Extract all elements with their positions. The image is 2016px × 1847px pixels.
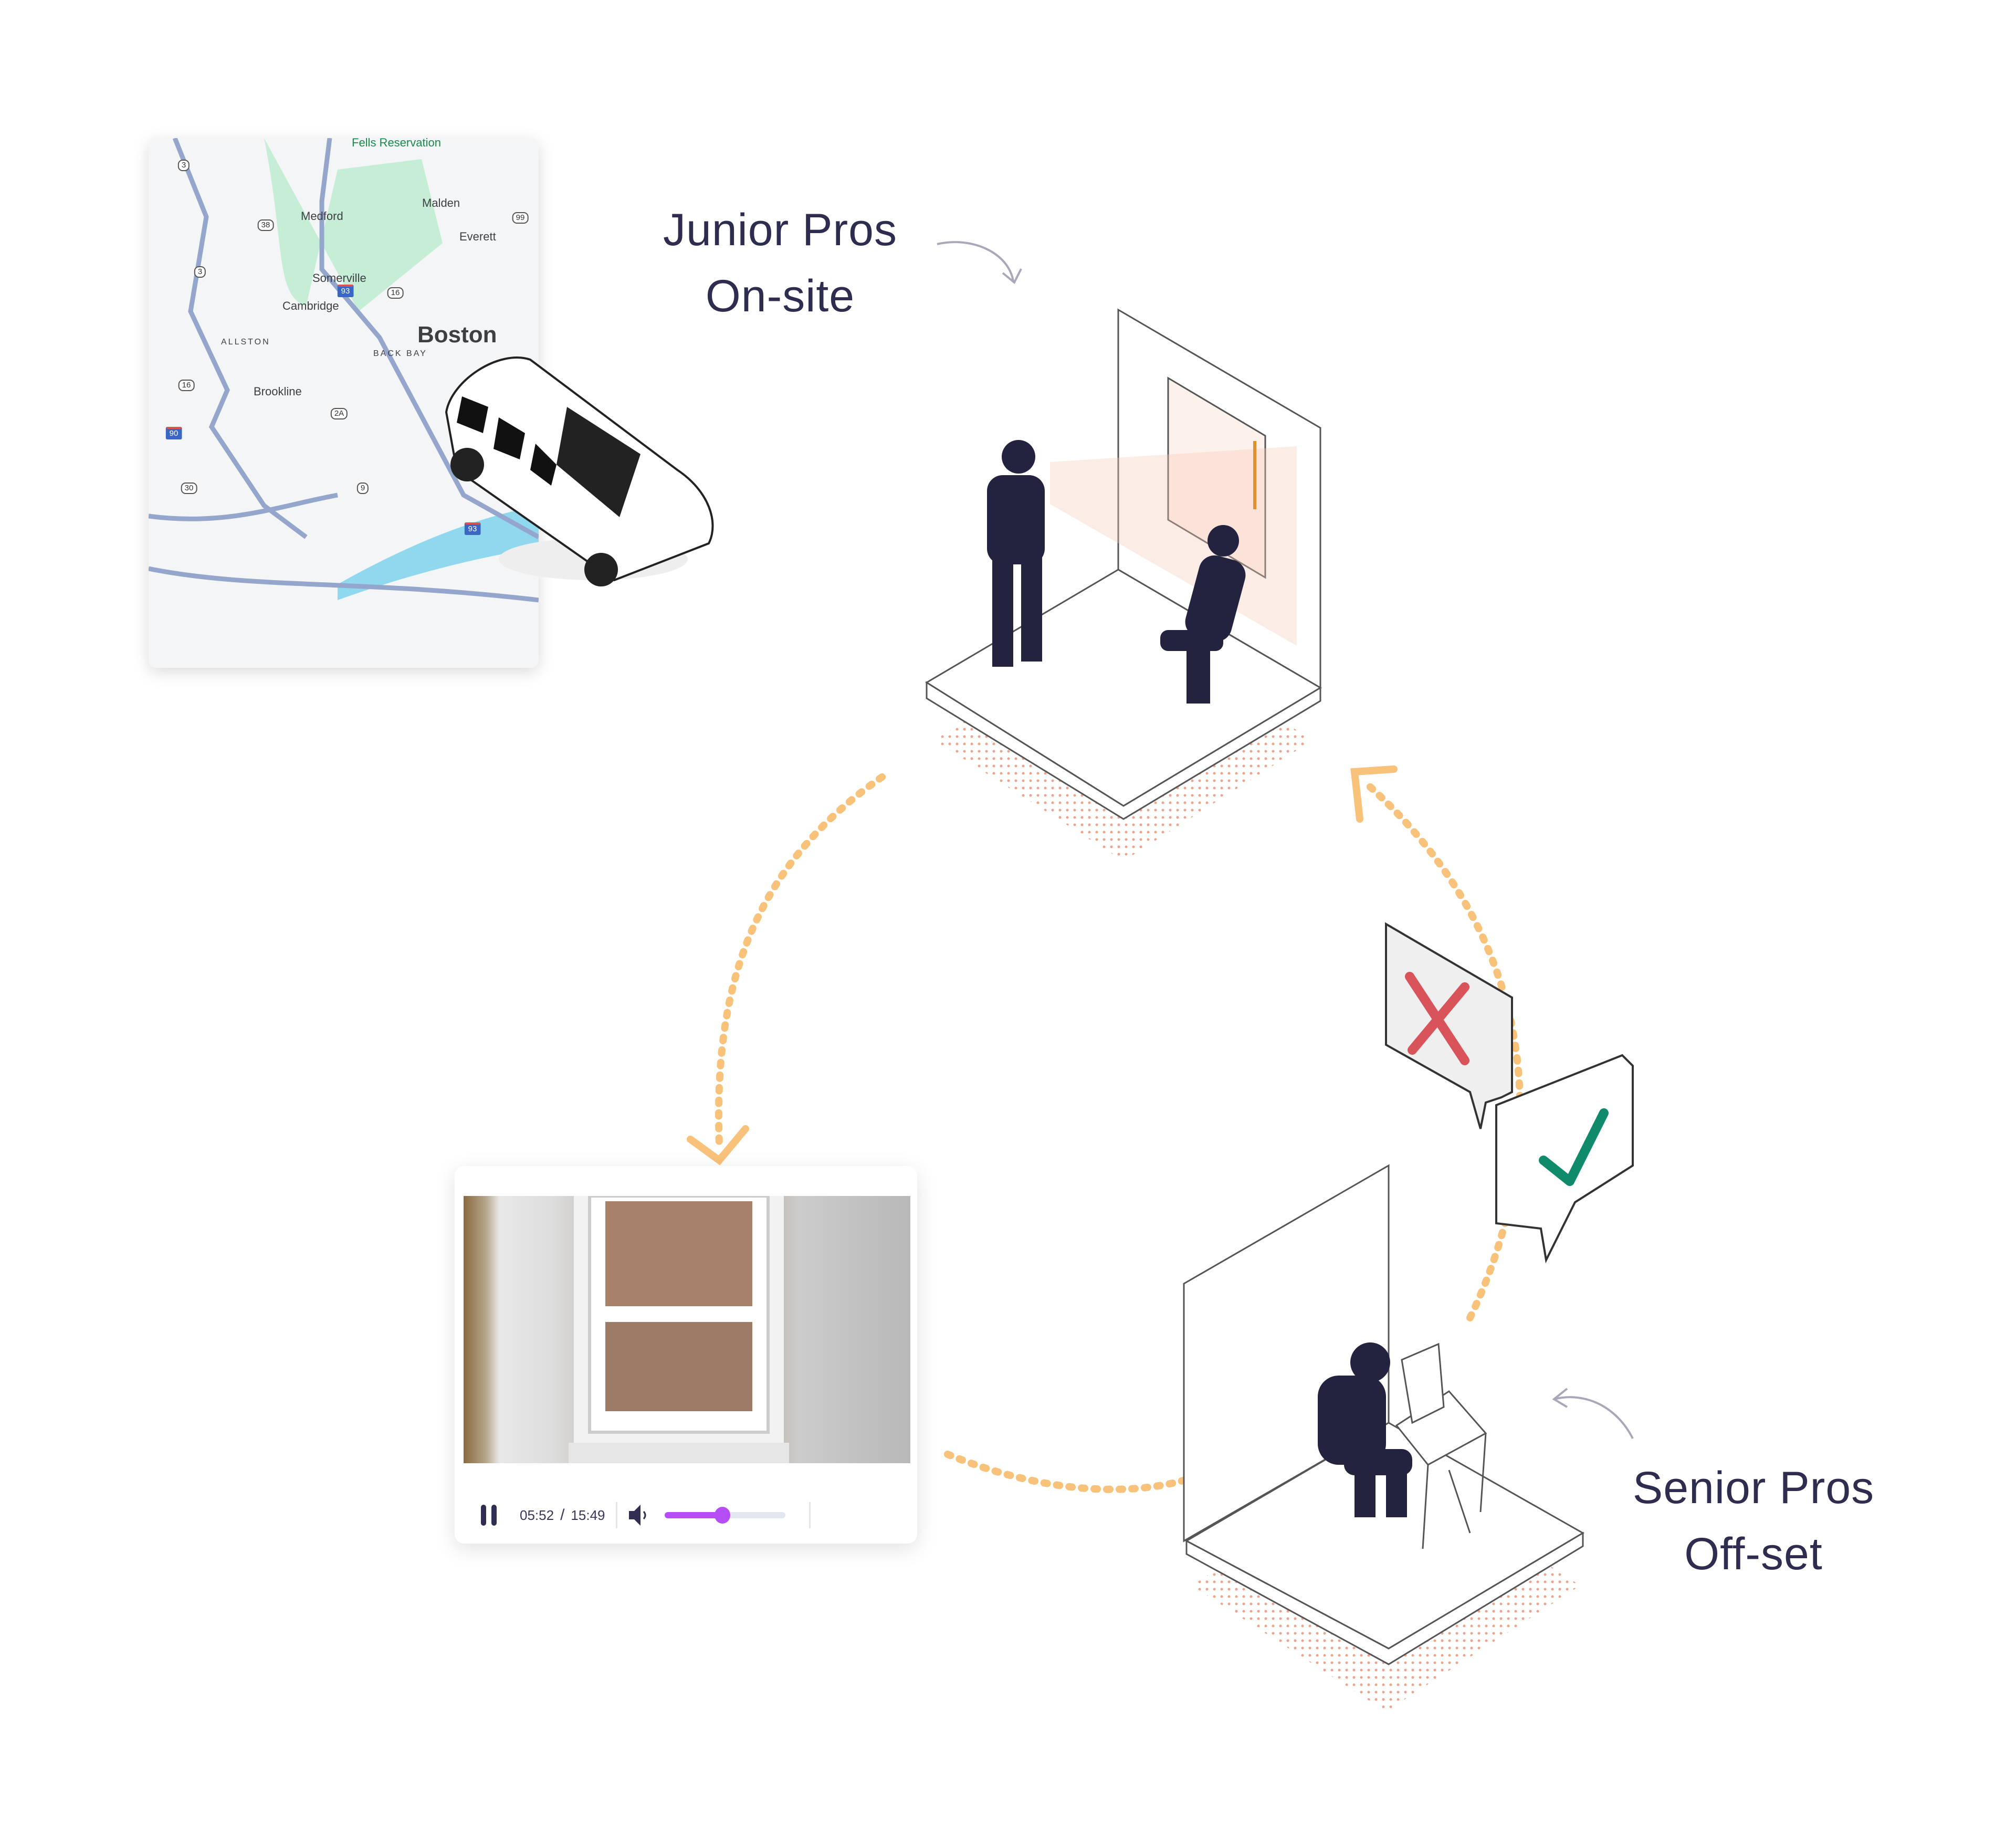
reject-bubble — [1385, 922, 1513, 1129]
map-label-allston: ALLSTON — [221, 338, 270, 347]
arrowhead-video — [687, 1125, 749, 1166]
senior-pro-figure — [1318, 1342, 1412, 1517]
duration: 15:49 — [571, 1507, 605, 1523]
volume-slider[interactable] — [664, 1507, 785, 1524]
current-time: 05:52 — [520, 1507, 554, 1523]
video-window-scene — [569, 1196, 789, 1463]
approve-bubble — [1495, 1054, 1634, 1264]
pointer-arrow-senior — [1553, 1396, 1634, 1439]
junior-subtitle: On-site — [705, 271, 855, 321]
volume-knob[interactable] — [714, 1507, 730, 1524]
route-shield: 2A — [330, 408, 348, 419]
map-base — [149, 138, 539, 603]
route-shield: 38 — [257, 219, 274, 231]
junior-title: Junior Pros — [663, 205, 897, 255]
flow-arrow-to-senior — [944, 1451, 1227, 1493]
map-label-malden: Malden — [422, 196, 460, 209]
pause-icon-bar — [481, 1505, 486, 1526]
check-icon — [1539, 1108, 1609, 1186]
map-label-medford: Medford — [301, 209, 343, 223]
junior-pros-label: Junior Pros On-site — [623, 197, 938, 329]
flow-arrow-to-junior — [1361, 779, 1524, 1321]
volume-icon[interactable] — [628, 1504, 649, 1527]
senior-title: Senior Pros — [1632, 1463, 1875, 1513]
divider — [615, 1502, 617, 1528]
route-shield: 30 — [181, 482, 197, 494]
flow-arrow-to-video — [715, 773, 886, 1148]
pointer-arrowhead-senior — [1552, 1388, 1568, 1408]
map-label-boston: Boston — [417, 322, 497, 348]
senior-pros-label: Senior Pros Off-set — [1596, 1455, 1911, 1587]
map-label-everett: Everett — [459, 230, 496, 243]
interstate-shield: 90 — [165, 427, 182, 439]
route-shield: 99 — [512, 212, 529, 224]
van-icon — [445, 356, 714, 586]
route-shield: 3 — [177, 160, 190, 171]
map-label-backbay: BACK BAY — [373, 349, 427, 358]
interstate-shield: 93 — [464, 522, 481, 535]
route-shield: 9 — [356, 482, 369, 494]
pointer-arrow-junior — [937, 241, 1014, 281]
volume-fill — [664, 1512, 722, 1518]
senior-subtitle: Off-set — [1684, 1529, 1823, 1579]
video-player: 05:52 / 15:49 — [455, 1166, 917, 1544]
van-illustration — [436, 349, 714, 591]
pointer-arrowhead-junior — [1002, 268, 1022, 285]
player-controls: 05:52 / 15:49 — [481, 1492, 811, 1539]
pause-button[interactable] — [481, 1505, 501, 1526]
divider — [808, 1502, 811, 1528]
map-label-cambridge: Cambridge — [282, 299, 339, 312]
interstate-shield: 93 — [337, 285, 354, 297]
time-separator: / — [560, 1506, 565, 1524]
x-icon — [1405, 972, 1469, 1065]
junior-pro-figures — [987, 440, 1246, 704]
map-label-brookline: Brookline — [254, 385, 302, 398]
route-shield: 16 — [178, 380, 195, 391]
map-label-fells: Fells Reservation — [352, 138, 441, 149]
pause-icon-bar — [491, 1505, 497, 1526]
map-label-somerville: Somerville — [312, 271, 366, 285]
arrowhead-junior — [1350, 765, 1398, 823]
route-shield: 16 — [387, 287, 404, 299]
video-frame[interactable] — [464, 1196, 910, 1463]
route-shield: 3 — [194, 266, 206, 278]
